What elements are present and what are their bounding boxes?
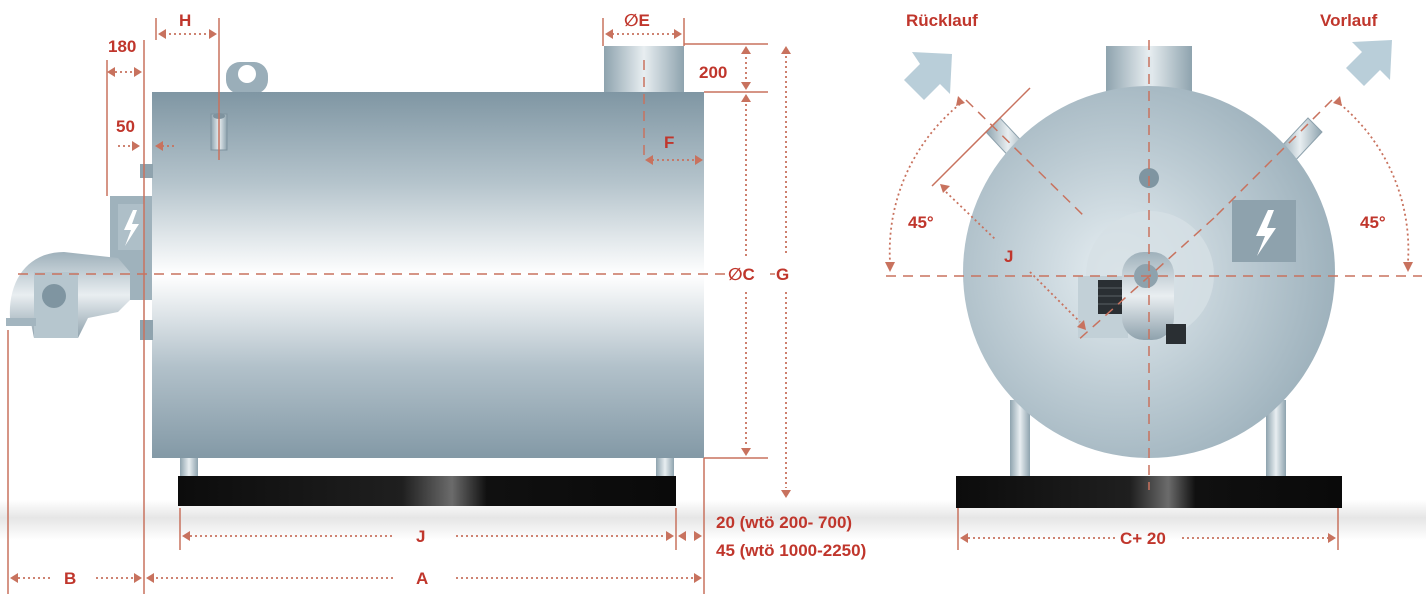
burner-front (1078, 252, 1186, 344)
burner-side (6, 252, 130, 338)
label-angle-right: 45° (1360, 213, 1386, 232)
door-hinge-top (140, 164, 153, 178)
front-dimensions (885, 40, 1422, 550)
label-angle-left: 45° (908, 213, 934, 232)
base-skid (178, 476, 676, 506)
label-180: 180 (108, 37, 136, 56)
front-base-skid (956, 476, 1342, 508)
label-b: B (64, 569, 76, 588)
label-h: H (179, 11, 191, 30)
side-view (6, 46, 704, 506)
label-clearance-small: 20 (wtö 200- 700) (716, 513, 852, 532)
label-g: G (776, 265, 789, 284)
door-hinge-bottom (140, 320, 153, 340)
front-view (904, 40, 1392, 508)
label-50: 50 (116, 117, 135, 136)
label-c: ∅C (728, 265, 755, 284)
label-clearance-large: 45 (wtö 1000-2250) (716, 541, 866, 560)
label-ruecklauf: Rücklauf (906, 11, 978, 30)
front-leg-right (1266, 400, 1286, 480)
label-vorlauf: Vorlauf (1320, 11, 1378, 30)
supply-flow-arrow-icon (1346, 40, 1392, 86)
high-voltage-icon (118, 204, 144, 250)
label-j-front: J (1004, 247, 1013, 266)
label-200: 200 (699, 63, 727, 82)
front-high-voltage-icon (1232, 200, 1296, 262)
boiler-shell (152, 92, 704, 458)
flue-outlet (604, 46, 684, 98)
front-leg-left (1010, 400, 1030, 480)
label-j-side: J (416, 527, 425, 546)
label-e: ∅E (624, 11, 650, 30)
lifting-eye (226, 62, 268, 94)
label-a: A (416, 569, 428, 588)
return-flow-arrow-icon (904, 52, 952, 100)
label-f: F (664, 133, 674, 152)
label-c-plus-20: C+ 20 (1120, 529, 1166, 548)
side-dimensions (7, 18, 791, 594)
